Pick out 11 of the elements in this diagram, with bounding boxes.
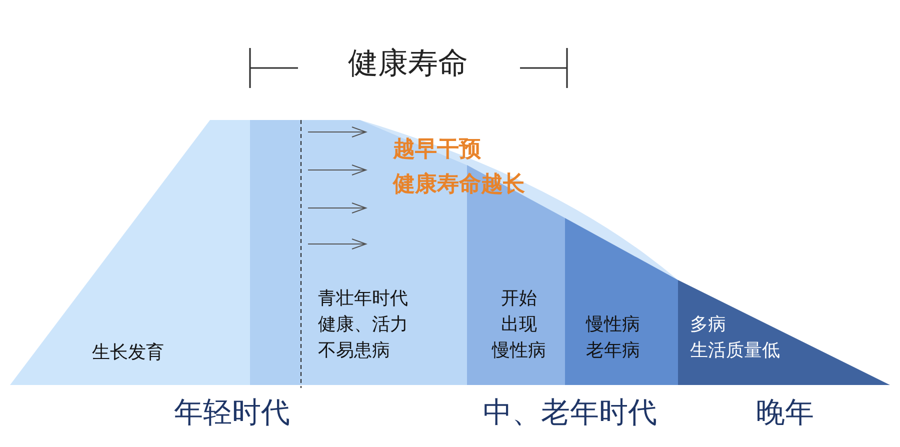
stage-label: 慢性病老年病: [586, 313, 640, 363]
period-label: 年轻时代: [174, 395, 290, 430]
note-text: 越早干预: [393, 137, 481, 164]
stage-label: 青壮年时代健康、活力不易患病: [318, 287, 408, 363]
stage-label: 开始出现慢性病: [492, 287, 546, 363]
period-label: 晚年: [756, 395, 814, 430]
stage-label: 多病生活质量低: [690, 313, 780, 363]
title: 健康寿命: [348, 46, 468, 82]
note-text: 健康寿命越长: [393, 172, 525, 198]
period-label: 中、老年时代: [483, 395, 657, 430]
stage-label: 生长发育: [92, 341, 164, 365]
